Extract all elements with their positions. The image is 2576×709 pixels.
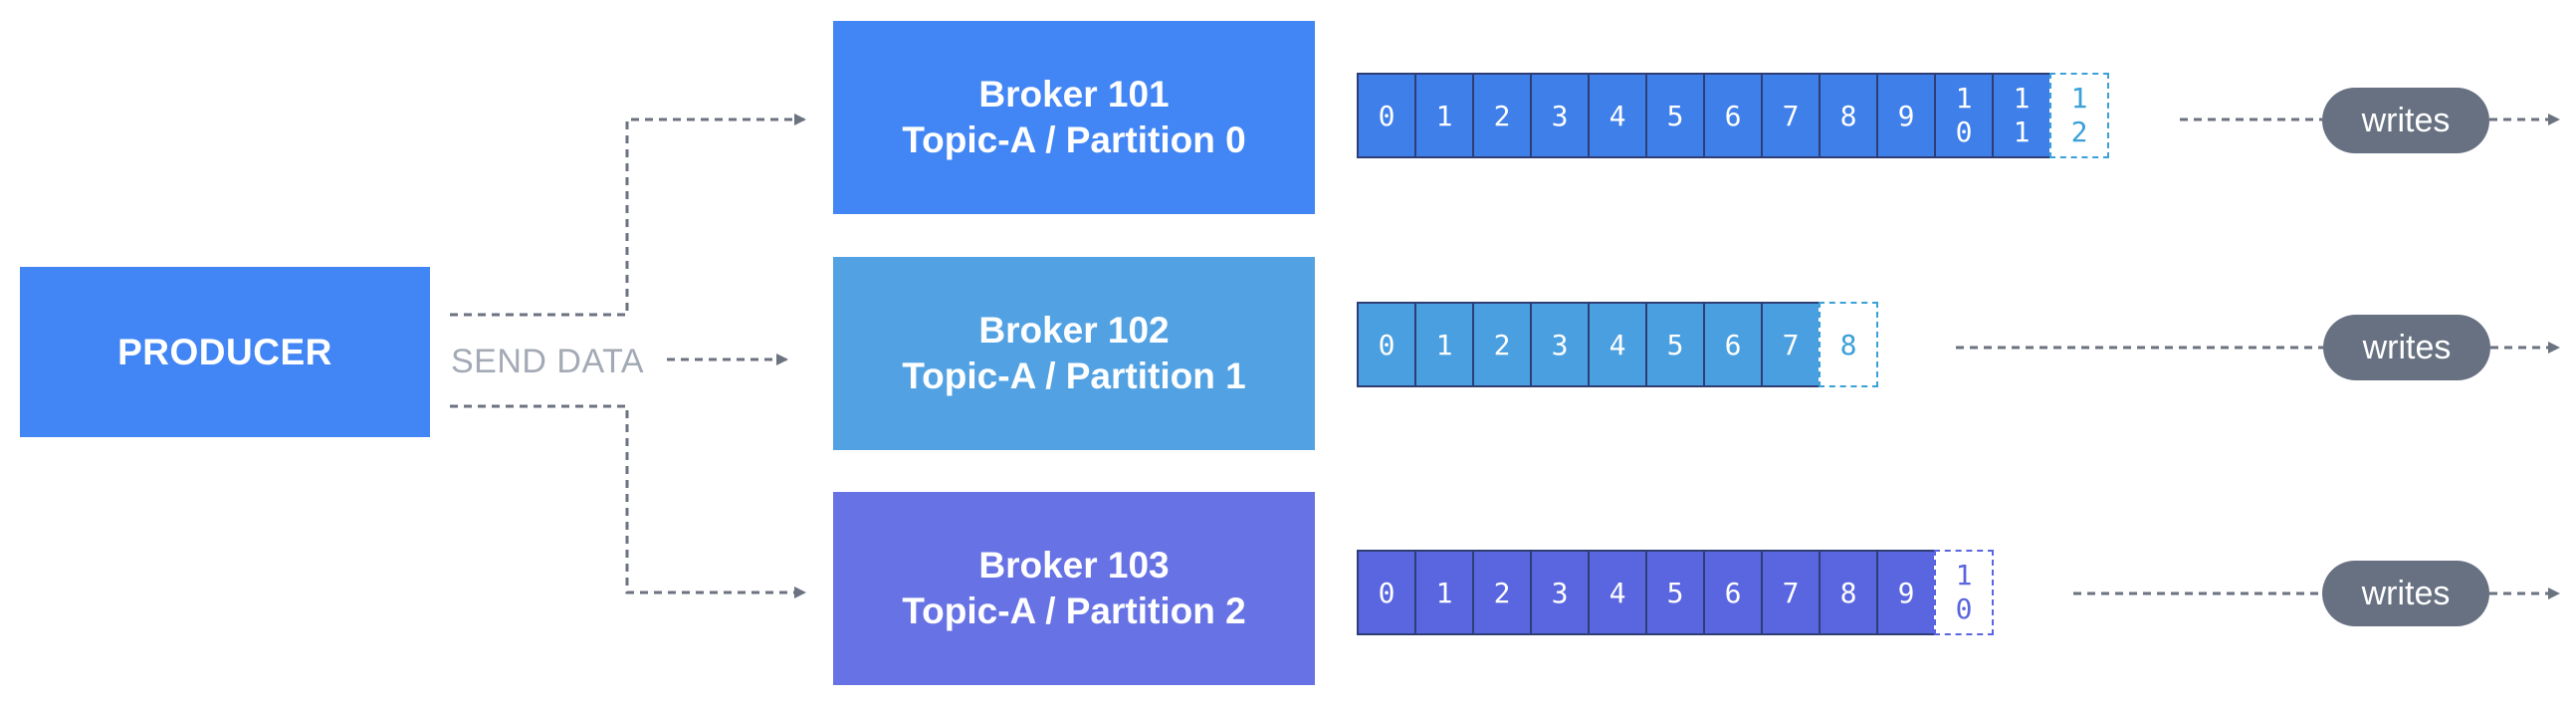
offset-cell: 0 <box>1357 550 1416 635</box>
offset-cell: 8 <box>1819 550 1878 635</box>
offset-cell: 2 <box>1472 550 1532 635</box>
offset-digit: 1 <box>2013 116 2031 148</box>
topic-partition-label: Topic-A / Partition 0 <box>902 119 1246 160</box>
broker-box-103: Broker 103 Topic-A / Partition 2 <box>833 492 1315 685</box>
broker-box-101: Broker 101 Topic-A / Partition 0 <box>833 21 1315 214</box>
offset-cell: 3 <box>1530 302 1590 387</box>
offset-cell: 2 <box>1472 302 1532 387</box>
offset-cell: 5 <box>1645 73 1705 158</box>
offset-cell: 0 <box>1357 73 1416 158</box>
offset-cell: 3 <box>1530 550 1590 635</box>
offset-cell: 6 <box>1703 302 1763 387</box>
connector-to-broker-101 <box>450 114 806 317</box>
offset-cell: 7 <box>1761 550 1821 635</box>
offset-cell: 6 <box>1703 550 1763 635</box>
broker-name: Broker 103 <box>978 545 1170 586</box>
writes-pill-0: writes <box>2322 88 2489 153</box>
offset-cell: 1 <box>1414 302 1474 387</box>
offset-cell: 7 <box>1761 73 1821 158</box>
offset-cell: 2 <box>1472 73 1532 158</box>
offset-cell: 3 <box>1530 73 1590 158</box>
offset-cell: 1 <box>1414 73 1474 158</box>
offset-cell: 0 <box>1357 302 1416 387</box>
offset-cell: 6 <box>1703 73 1763 158</box>
writes-pill-1: writes <box>2323 315 2490 380</box>
broker-name: Broker 101 <box>978 74 1170 115</box>
producer-box: PRODUCER <box>20 267 430 437</box>
producer-label: PRODUCER <box>117 331 332 372</box>
offset-cell: 9 <box>1876 73 1936 158</box>
offset-digit: 1 <box>1955 559 1973 591</box>
send-data-label: SEND DATA <box>451 343 645 380</box>
offset-cell: 9 <box>1876 550 1936 635</box>
offset-digit: 1 <box>2013 82 2031 115</box>
offset-digit: 1 <box>2070 82 2088 115</box>
offset-digit: 0 <box>1955 592 1973 625</box>
offset-cell: 4 <box>1588 550 1647 635</box>
topic-partition-label: Topic-A / Partition 1 <box>902 355 1246 396</box>
broker-box-102: Broker 102 Topic-A / Partition 1 <box>833 257 1315 450</box>
offset-digit: 2 <box>2070 116 2088 148</box>
offset-digit: 0 <box>1955 116 1973 148</box>
topic-partition-label: Topic-A / Partition 2 <box>902 591 1246 631</box>
writes-pill-2: writes <box>2322 561 2489 626</box>
next-offset-cell: 8 <box>1819 302 1878 387</box>
offset-cell: 4 <box>1588 73 1647 158</box>
offset-digit: 1 <box>1955 82 1973 115</box>
offset-cell: 5 <box>1645 302 1705 387</box>
connector-to-broker-103 <box>450 404 806 598</box>
offset-cell: 5 <box>1645 550 1705 635</box>
broker-name: Broker 102 <box>978 310 1170 351</box>
offset-cell: 1 <box>1414 550 1474 635</box>
offset-cell: 7 <box>1761 302 1821 387</box>
offset-cell: 4 <box>1588 302 1647 387</box>
offset-cell: 8 <box>1819 73 1878 158</box>
